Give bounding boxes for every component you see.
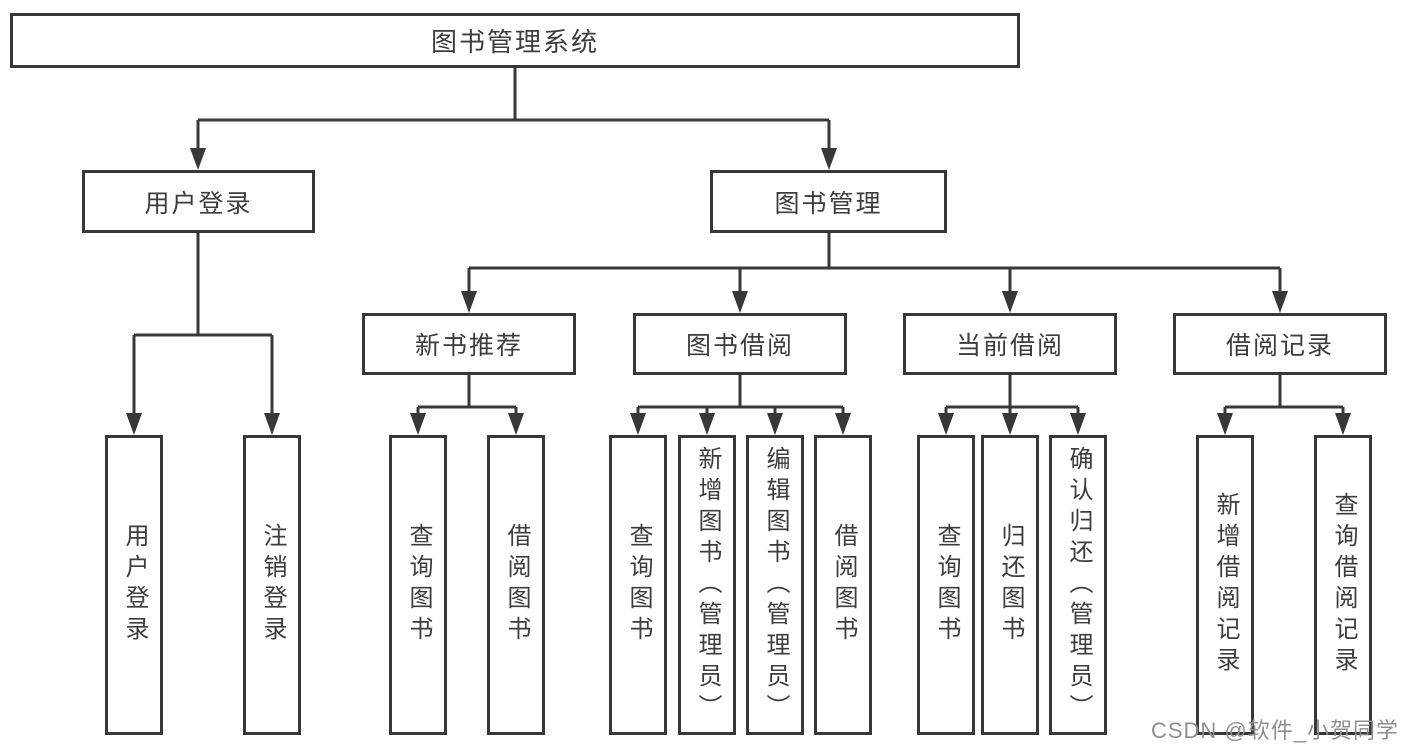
leaf-add-books-admin: 新增图书（管理员） xyxy=(678,435,736,735)
leaf-recommend-query-books-label: 查询图书 xyxy=(405,523,432,647)
node-book-management: 图书管理 xyxy=(710,170,947,233)
leaf-recommend-query-books: 查询图书 xyxy=(389,435,447,735)
leaf-borrow-books-label: 借阅图书 xyxy=(830,523,857,647)
node-current-borrow: 当前借阅 xyxy=(903,313,1117,375)
node-user-login: 用户登录 xyxy=(82,170,315,233)
leaf-user-login: 用户登录 xyxy=(105,435,163,735)
leaf-edit-books-admin-label: 编辑图书（管理员） xyxy=(762,445,789,725)
leaf-query-borrow-record: 查询借阅记录 xyxy=(1314,435,1372,735)
leaf-return-books-label: 归还图书 xyxy=(997,523,1024,647)
leaf-query-borrow-record-label: 查询借阅记录 xyxy=(1330,492,1357,678)
leaf-add-borrow-record: 新增借阅记录 xyxy=(1196,435,1254,735)
csdn-watermark: CSDN @软件_小贺同学 xyxy=(1150,718,1399,743)
leaf-return-books: 归还图书 xyxy=(981,435,1039,735)
node-new-book-recommend: 新书推荐 xyxy=(362,313,576,375)
node-book-borrow: 图书借阅 xyxy=(633,313,847,375)
leaf-add-books-admin-label: 新增图书（管理员） xyxy=(694,445,721,725)
leaf-confirm-return-admin: 确认归还（管理员） xyxy=(1049,435,1107,735)
leaf-borrow-books: 借阅图书 xyxy=(814,435,872,735)
node-root-library-system: 图书管理系统 xyxy=(10,13,1020,68)
leaf-recommend-borrow-books-label: 借阅图书 xyxy=(503,523,530,647)
leaf-borrow-query-books: 查询图书 xyxy=(609,435,667,735)
leaf-add-borrow-record-label: 新增借阅记录 xyxy=(1212,492,1239,678)
node-borrow-records: 借阅记录 xyxy=(1173,313,1387,375)
leaf-user-login-label: 用户登录 xyxy=(121,523,148,647)
leaf-current-query-books: 查询图书 xyxy=(917,435,975,735)
leaf-logout: 注销登录 xyxy=(243,435,301,735)
leaf-recommend-borrow-books: 借阅图书 xyxy=(487,435,545,735)
leaf-edit-books-admin: 编辑图书（管理员） xyxy=(746,435,804,735)
leaf-borrow-query-books-label: 查询图书 xyxy=(625,523,652,647)
leaf-current-query-books-label: 查询图书 xyxy=(933,523,960,647)
leaf-logout-label: 注销登录 xyxy=(259,523,286,647)
leaf-confirm-return-admin-label: 确认归还（管理员） xyxy=(1065,445,1092,725)
